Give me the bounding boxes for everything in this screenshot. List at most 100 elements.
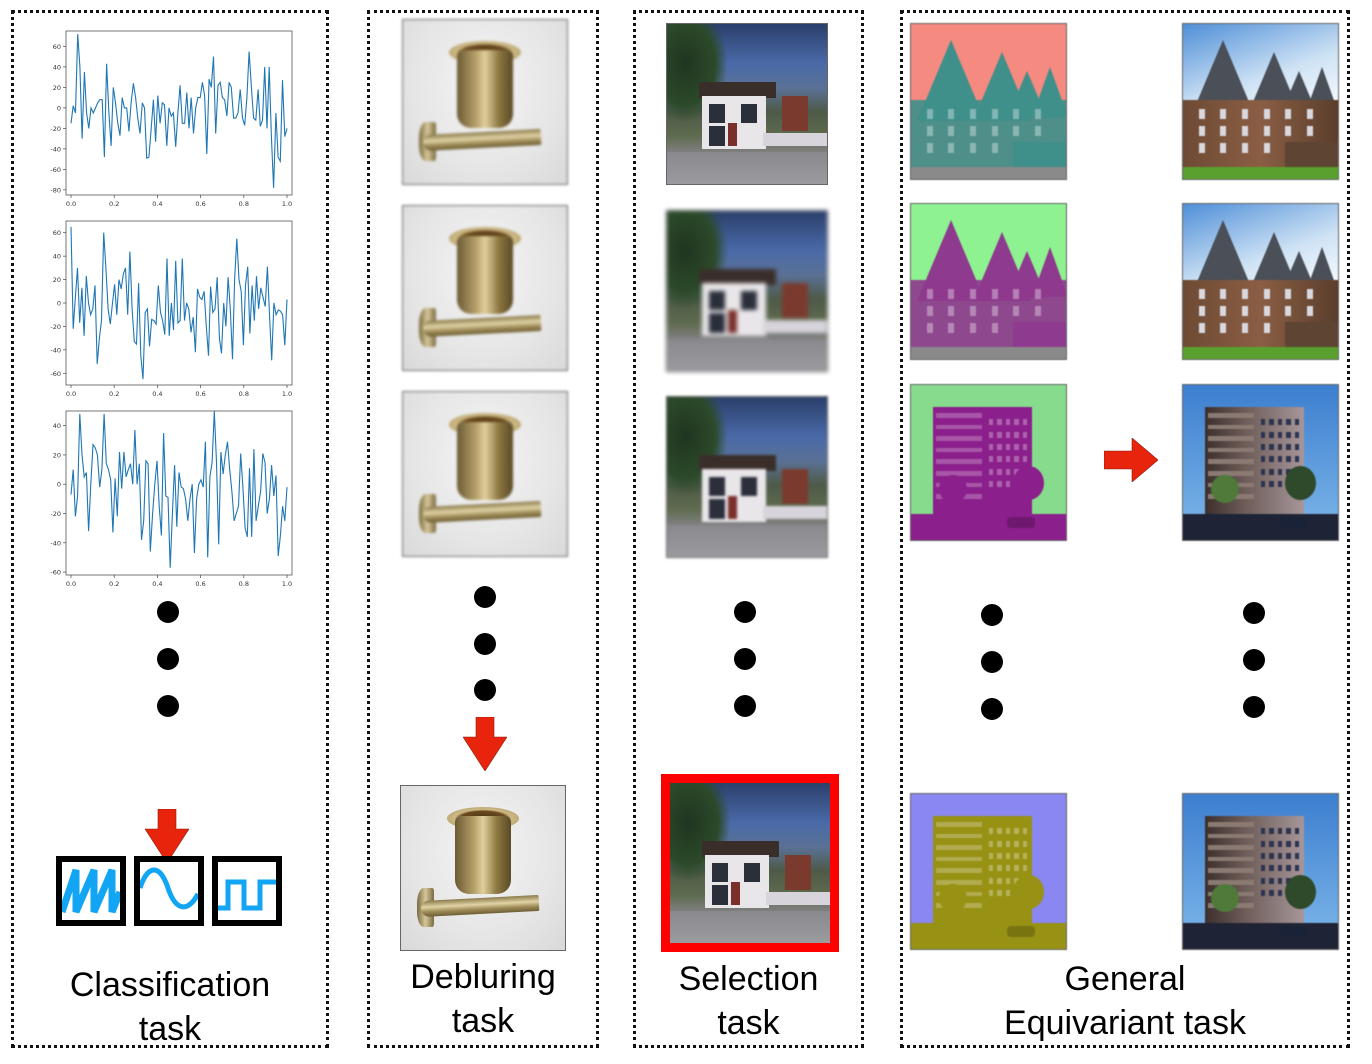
window bbox=[1260, 456, 1266, 463]
window bbox=[1260, 865, 1266, 872]
window bbox=[997, 481, 1002, 488]
window bbox=[1277, 865, 1283, 872]
window bbox=[1285, 126, 1292, 136]
window bbox=[1260, 828, 1266, 835]
equivariant-caption: General Equivariant task bbox=[903, 957, 1347, 1045]
window bbox=[1286, 419, 1291, 426]
window bbox=[1286, 456, 1291, 463]
window bbox=[1277, 852, 1283, 860]
window bbox=[1241, 126, 1249, 136]
window bbox=[1022, 419, 1028, 426]
selection-panel: Selection task bbox=[633, 10, 864, 1048]
x-tick-label: 0.6 bbox=[195, 200, 205, 208]
balcony bbox=[935, 856, 983, 862]
street bbox=[1183, 513, 1338, 540]
window bbox=[988, 890, 994, 897]
x-tick-label: 0.4 bbox=[152, 200, 162, 208]
window bbox=[1260, 431, 1266, 438]
window bbox=[1277, 828, 1283, 835]
window bbox=[1022, 456, 1028, 463]
palm-tree bbox=[1013, 874, 1045, 909]
window bbox=[1263, 323, 1270, 333]
window bbox=[1269, 840, 1274, 847]
garden-wall bbox=[1285, 141, 1338, 170]
balcony bbox=[1207, 412, 1255, 418]
color-shifted-input-image-2 bbox=[910, 203, 1067, 360]
window bbox=[1220, 126, 1227, 136]
window bbox=[1022, 828, 1028, 835]
window bbox=[1269, 419, 1274, 426]
window bbox=[1263, 306, 1270, 316]
window bbox=[988, 877, 994, 884]
window bbox=[969, 306, 977, 316]
balcony bbox=[935, 447, 983, 453]
window bbox=[1286, 840, 1291, 847]
x-tick-label: 0.6 bbox=[195, 390, 205, 398]
selected-house-image[interactable] bbox=[661, 774, 839, 952]
noisy-house-image-1 bbox=[666, 23, 828, 185]
ellipsis-dot bbox=[157, 695, 179, 717]
x-tick-label: 0.2 bbox=[109, 580, 119, 588]
caption-line-1: Classification bbox=[69, 966, 271, 1004]
signal-line bbox=[70, 34, 288, 188]
ground bbox=[1183, 346, 1338, 359]
signal-line bbox=[70, 226, 288, 380]
window bbox=[1005, 865, 1011, 872]
window bbox=[1260, 877, 1266, 884]
color-shifted-input-image-4 bbox=[910, 793, 1067, 950]
window bbox=[997, 468, 1002, 475]
window bbox=[948, 109, 955, 119]
window bbox=[1014, 419, 1019, 426]
window bbox=[1014, 443, 1019, 451]
window bbox=[948, 306, 955, 316]
window bbox=[1260, 419, 1266, 426]
y-tick-label: 40 bbox=[53, 253, 61, 261]
ellipsis-dot bbox=[734, 601, 756, 623]
window bbox=[1014, 865, 1019, 872]
window bbox=[1220, 306, 1227, 316]
x-tick-label: 0.8 bbox=[239, 390, 249, 398]
balcony bbox=[935, 471, 983, 476]
window bbox=[1005, 840, 1011, 847]
window bbox=[1241, 109, 1249, 119]
plot-frame bbox=[65, 410, 293, 576]
recovered-output-image-4 bbox=[1182, 793, 1339, 950]
window bbox=[1285, 109, 1292, 119]
window bbox=[1260, 890, 1266, 897]
x-tick-label: 0.2 bbox=[109, 200, 119, 208]
y-tick-label: -60 bbox=[50, 569, 61, 577]
window bbox=[1260, 840, 1266, 847]
caption-line-2: Equivariant task bbox=[1004, 1004, 1246, 1042]
garden-wall bbox=[1013, 321, 1066, 350]
window bbox=[1022, 840, 1028, 847]
debluring-caption: Debluring task bbox=[370, 955, 596, 1043]
balcony bbox=[1207, 471, 1255, 476]
window bbox=[1294, 865, 1300, 872]
selection-caption: Selection task bbox=[636, 957, 861, 1045]
palm-tree bbox=[1285, 874, 1317, 909]
window bbox=[1269, 828, 1274, 835]
window bbox=[1294, 828, 1300, 835]
y-tick-label: 40 bbox=[53, 63, 61, 71]
window bbox=[1294, 419, 1300, 426]
window bbox=[926, 143, 933, 153]
equivariant-panel: General Equivariant task bbox=[900, 10, 1350, 1048]
balcony bbox=[1207, 880, 1255, 885]
window bbox=[1220, 289, 1227, 299]
window bbox=[1005, 890, 1011, 897]
x-tick-label: 0.2 bbox=[109, 390, 119, 398]
window bbox=[1286, 443, 1291, 451]
ellipsis-dot bbox=[981, 698, 1003, 720]
y-tick-label: 60 bbox=[53, 43, 61, 51]
window bbox=[1286, 865, 1291, 872]
balcony bbox=[1207, 868, 1255, 874]
window bbox=[1241, 143, 1249, 153]
palm-tree bbox=[1285, 465, 1317, 500]
blurred-image-3 bbox=[402, 391, 568, 557]
window bbox=[1005, 443, 1011, 451]
window bbox=[1277, 419, 1283, 426]
window bbox=[1198, 289, 1205, 299]
window bbox=[969, 323, 977, 333]
ellipsis-dot bbox=[157, 648, 179, 670]
